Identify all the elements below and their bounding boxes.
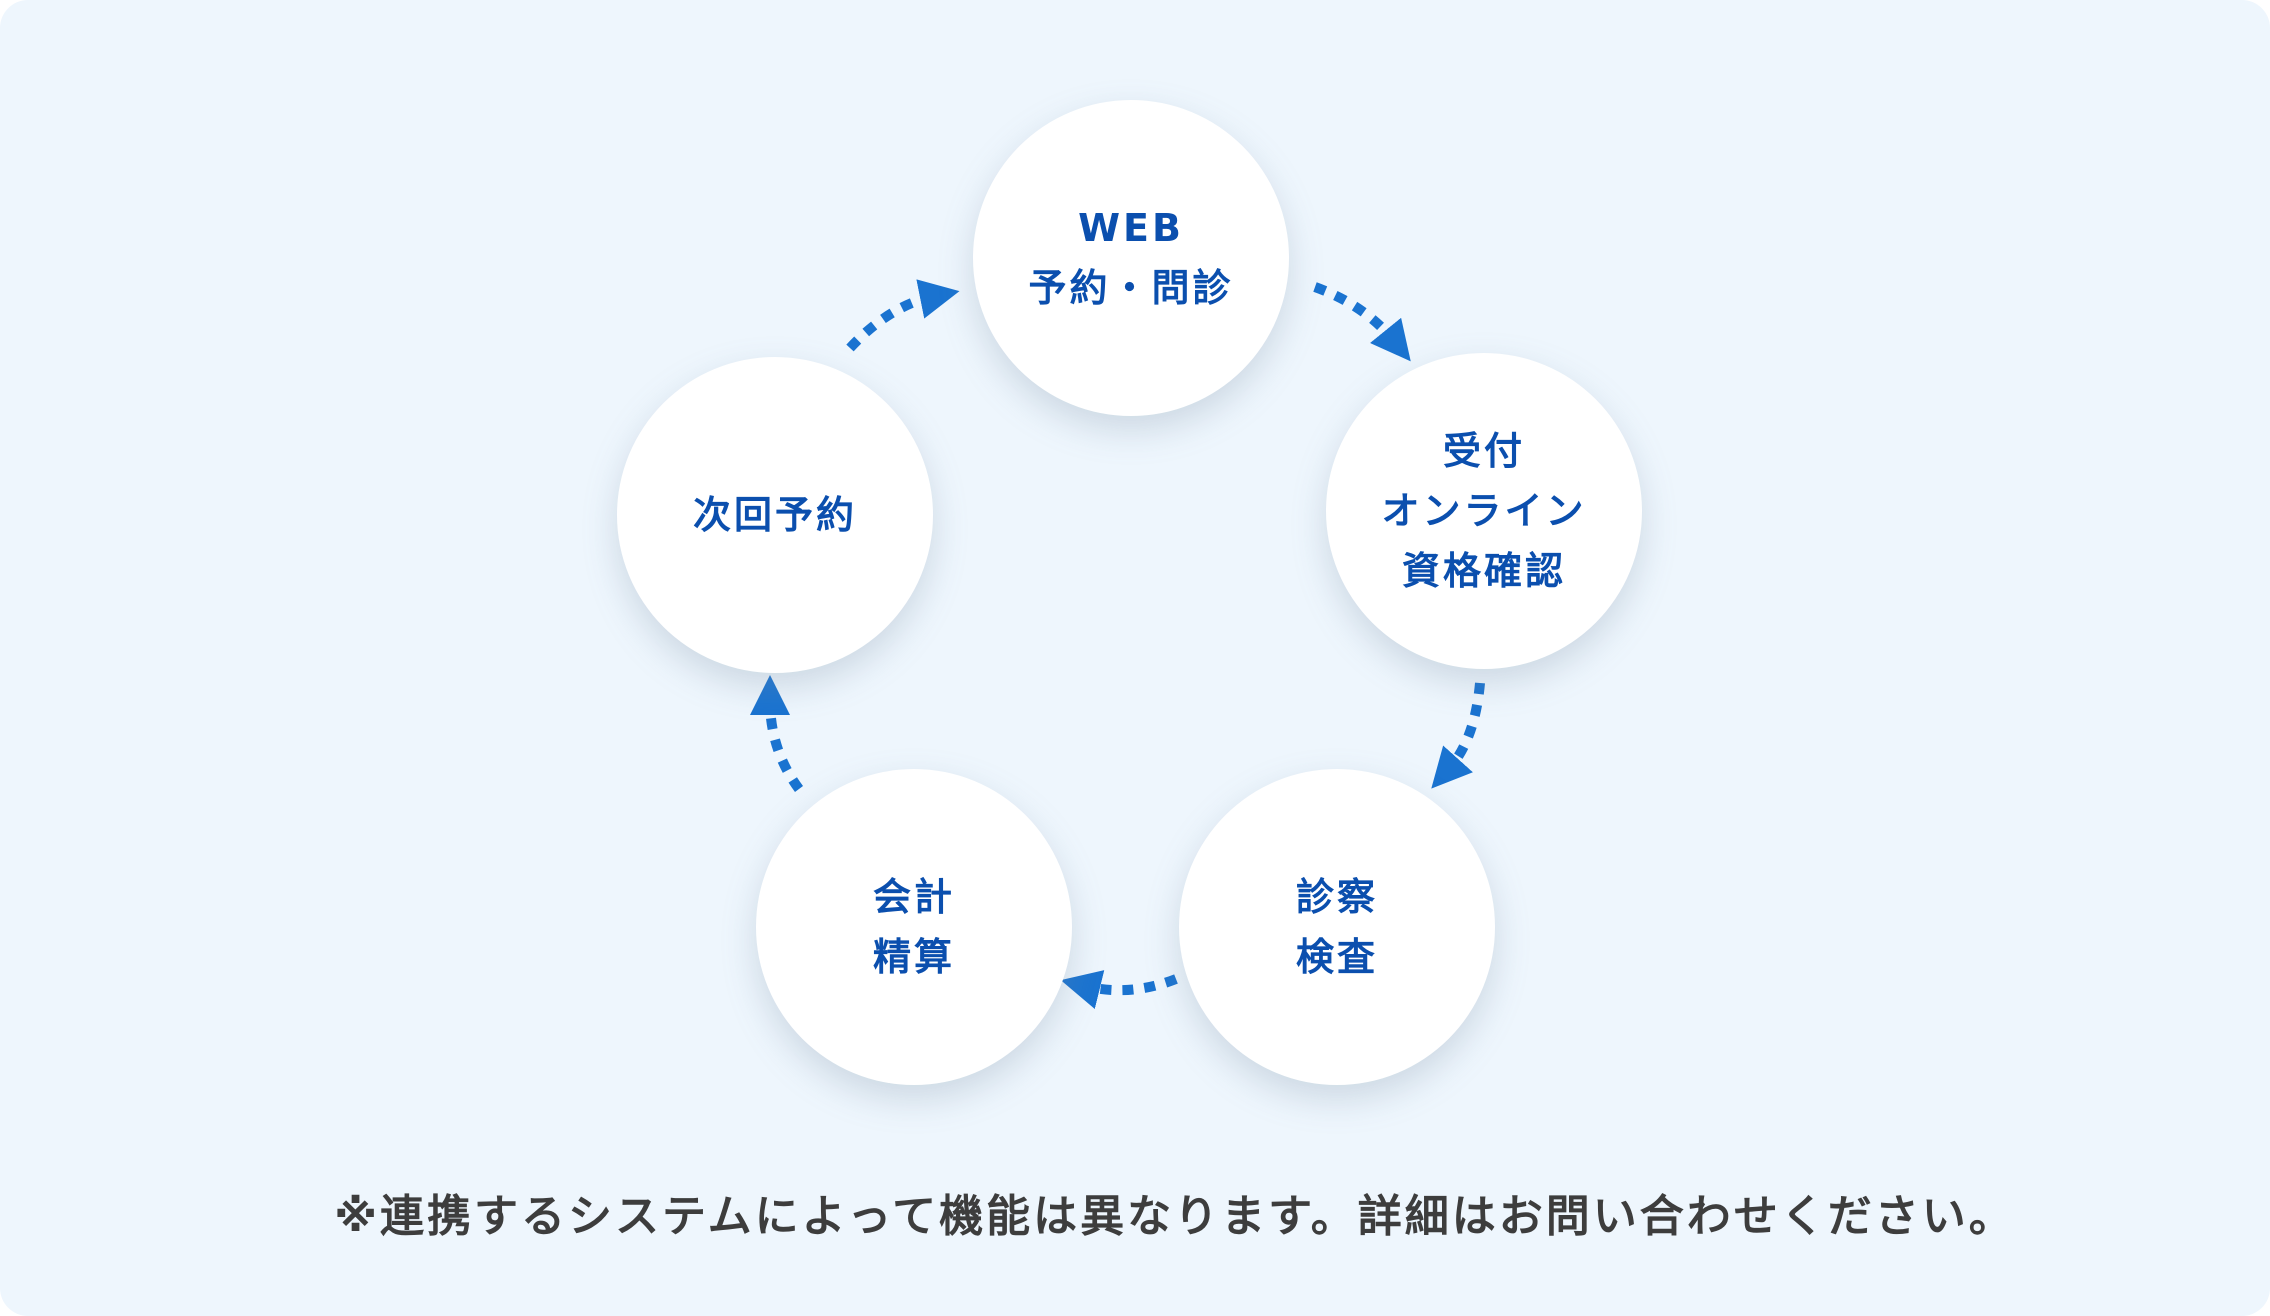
node-next-appointment: 次回予約 [617, 357, 933, 673]
node-label: 受付 [1442, 429, 1525, 473]
node-label: オンライン [1381, 489, 1587, 533]
node-label: 予約・問診 [1028, 266, 1234, 310]
arrow-payment-to-next [750, 675, 804, 792]
node-web-reservation: WEB 予約・問診 [973, 100, 1289, 416]
node-label: 検査 [1295, 935, 1378, 979]
arrow-web-to-reception [1313, 282, 1411, 362]
arrow-reception-to-exam [1431, 682, 1485, 789]
node-label: WEB [1078, 206, 1184, 250]
node-label: 会計 [872, 875, 955, 919]
node-reception: 受付 オンライン 資格確認 [1326, 353, 1642, 669]
node-examination: 診察 検査 [1179, 769, 1495, 1085]
node-payment: 会計 精算 [756, 769, 1072, 1085]
node-label: 資格確認 [1401, 549, 1566, 593]
node-label: 精算 [872, 935, 955, 979]
arrow-exam-to-payment [1060, 970, 1178, 1009]
arrow-next-to-web [846, 279, 960, 352]
node-label: 次回予約 [692, 493, 857, 537]
footnote: ※連携するシステムによって機能は異なります。詳細はお問い合わせください。 [334, 1191, 2016, 1242]
node-label: 診察 [1295, 875, 1378, 919]
